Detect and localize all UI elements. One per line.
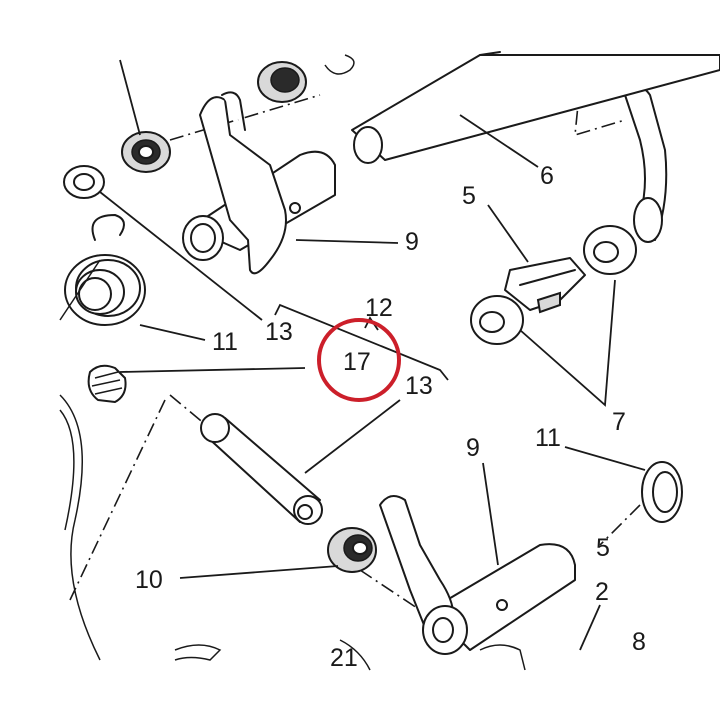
- part-6-shaft: [351, 51, 720, 164]
- part-12-bracket: [274, 303, 449, 381]
- callout-12: 12: [365, 294, 393, 322]
- callout-11-top: 11: [212, 328, 238, 356]
- callout-5-bottom: 5: [596, 534, 610, 562]
- callout-9-top: 9: [405, 228, 419, 256]
- left-edge-fragments: [59, 394, 101, 661]
- callout-5-top: 5: [462, 182, 476, 210]
- callout-13-top: 13: [265, 318, 293, 346]
- callout-13-bottom: 13: [405, 372, 433, 400]
- highlight-circle: [317, 318, 401, 402]
- axis-line-top: [169, 94, 321, 141]
- small-bushing-left: [63, 165, 105, 199]
- callout-11-bottom: 11: [535, 424, 561, 452]
- part-5-clip: [504, 257, 586, 314]
- axis-line-left: [69, 399, 166, 601]
- part-10-bushing: [327, 527, 377, 573]
- callout-17: 17: [343, 348, 371, 376]
- part-13-bushing-top: [121, 131, 171, 173]
- top-right-fork-fragment: [624, 86, 668, 243]
- part-13-pin: [200, 413, 323, 525]
- axis-line-top-right: [574, 84, 626, 137]
- part-9-shift-fork-top: [182, 91, 336, 275]
- top-clip-fragment: [324, 54, 355, 75]
- axis-line-bottom: [359, 569, 421, 611]
- callout-8: 8: [632, 628, 646, 656]
- part-11-spring-right: [641, 461, 683, 523]
- part-9-shift-fork-bottom: [379, 495, 576, 655]
- callout-7: 7: [612, 408, 626, 436]
- callout-10: 10: [135, 566, 163, 594]
- part-12-bracket-notch: [364, 316, 379, 331]
- bottom-fragments: [174, 639, 526, 671]
- part-7-washers: [470, 225, 637, 345]
- top-bushing-right: [257, 61, 307, 103]
- callout-6: 6: [540, 162, 554, 190]
- leader-lines: [99, 59, 646, 651]
- axis-line-right: [599, 504, 641, 546]
- part-17-set-screw: [87, 364, 127, 403]
- callout-2: 2: [595, 578, 609, 606]
- callout-labels: 6 5 9 12 13 11 17 13 7 9 11 5 10 2 8 21: [135, 162, 646, 672]
- callout-21: 21: [330, 644, 358, 672]
- callout-9-bottom: 9: [466, 434, 480, 462]
- part-11-spring-top: [59, 214, 146, 326]
